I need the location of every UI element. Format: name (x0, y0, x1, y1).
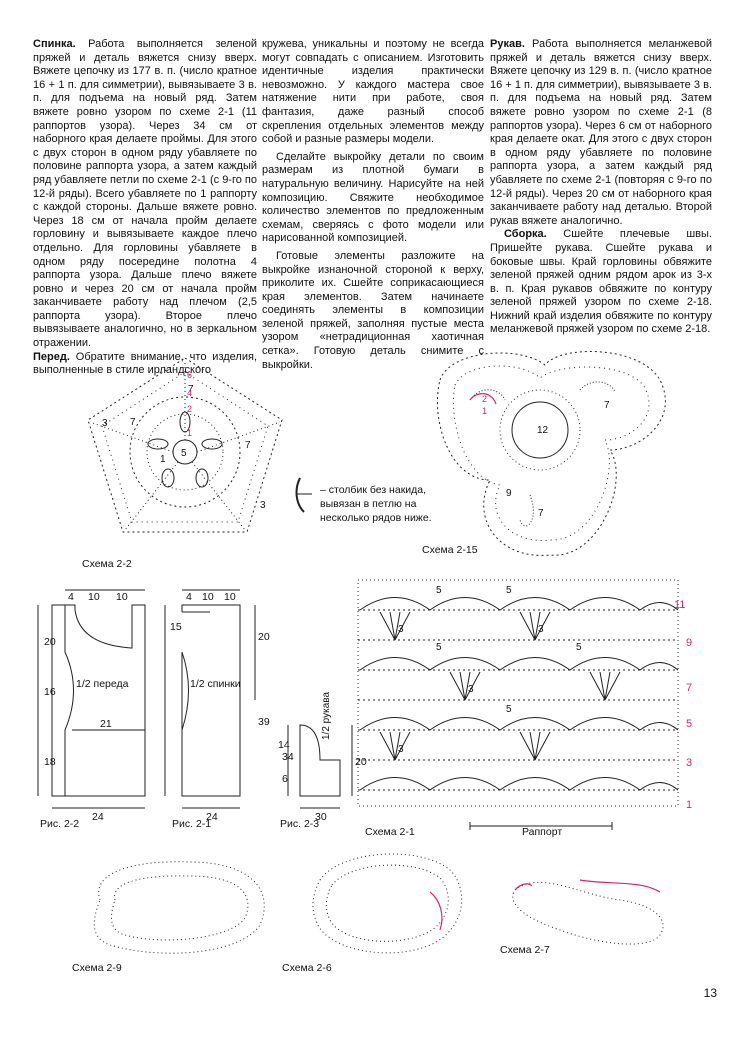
s215-num: 7 (604, 400, 610, 411)
legend-symbol (295, 477, 305, 513)
s215-num: 7 (538, 508, 544, 519)
s21-num: 5 (506, 585, 512, 596)
row-num: 11 (674, 599, 685, 611)
s21-num: 3 (398, 744, 404, 755)
front-dim: 24 (92, 811, 104, 823)
middle-p2: Сделайте выкройку детали по своим размер… (262, 150, 484, 245)
column-right: Рукав. Работа выполняется меланжевой пря… (490, 38, 712, 337)
scheme-2-2-motif (87, 357, 283, 533)
caption-scheme-2-2: Схема 2-2 (82, 558, 132, 570)
front-paragraph: Перед. Обратите внимание, что изделия, в… (33, 351, 257, 378)
s21-num: 3 (468, 684, 474, 695)
s22-row-num: 2 (187, 404, 192, 414)
row-num: 5 (686, 718, 692, 730)
caption-scheme-2-7: Схема 2-7 (500, 944, 550, 956)
s22-row-num: 1 (187, 428, 192, 438)
scheme-2-7-motif (512, 881, 664, 945)
caption-scheme-2-6: Схема 2-6 (282, 962, 332, 974)
back-dim: 10 (202, 591, 214, 603)
row-num: 1 (686, 799, 692, 811)
pattern-back (164, 589, 256, 809)
legend-text: – столбик без накида, вывязан в петлю на… (320, 484, 432, 524)
caption-fig-2-3: Рис. 2-3 (280, 818, 320, 830)
s22-num: 7 (245, 440, 251, 451)
front-dim: 16 (44, 686, 56, 698)
back-label: 1/2 спинки (190, 678, 241, 690)
s21-num: 5 (436, 642, 442, 653)
sleeve-heading: Рукав. (490, 38, 525, 50)
back-paragraph: Спинка. Работа выполняется зеленой пряже… (33, 38, 257, 351)
s215-row-num: 2 (482, 394, 487, 404)
s22-num: 3 (260, 500, 266, 511)
front-dim: 18 (44, 756, 56, 768)
s21-num: 3 (398, 624, 404, 635)
back-dim: 39 (258, 716, 270, 728)
sleeve-text: Работа выполняется меланжевой пряжей и д… (490, 38, 713, 227)
sleeve-label: 1/2 рукава (321, 691, 332, 740)
front-label: 1/2 переда (76, 678, 129, 690)
front-dim: 20 (44, 636, 56, 648)
scheme-2-15-motif (436, 351, 666, 556)
row-num: 9 (686, 637, 692, 649)
pattern-front (37, 589, 146, 809)
sleeve-dim: 30 (315, 811, 327, 823)
s22-num: 7 (188, 384, 194, 395)
sleeve-paragraph: Рукав. Работа выполняется меланжевой пря… (490, 38, 712, 228)
page-number: 13 (703, 986, 717, 1000)
row-num: 3 (686, 757, 692, 769)
assembly-paragraph: Сборка. Сшейте плечевые швы. Пришейте ру… (490, 228, 712, 337)
front-dim: 10 (116, 591, 128, 603)
s21-num: 5 (506, 704, 512, 715)
caption-fig-2-1: Рис. 2-1 (172, 818, 212, 830)
front-dim: 4 (68, 591, 74, 603)
back-dim: 10 (224, 591, 236, 603)
sleeve-dim: 20 (355, 756, 367, 768)
s22-row-num: 4 (187, 388, 192, 398)
front-dim: 10 (88, 591, 100, 603)
sleeve-dim: 14 (278, 739, 290, 751)
caption-scheme-2-9: Схема 2-9 (72, 962, 122, 974)
front-heading: Перед. (33, 350, 70, 363)
assembly-text: Сшейте плечевые швы. Пришейте рукава. Сш… (490, 228, 712, 336)
middle-p3: Готовые элементы разложите на выкройке и… (262, 249, 484, 371)
back-text: Работа выполняется зеленой пряжей и дета… (33, 38, 257, 350)
caption-scheme-2-15: Схема 2-15 (422, 544, 478, 556)
scheme-2-9-motif (93, 861, 265, 954)
caption-rapport: Раппорт (522, 826, 563, 838)
column-left: Спинка. Работа выполняется зеленой пряже… (33, 38, 257, 378)
pattern-sleeve (287, 724, 353, 809)
scheme-2-6-motif (312, 853, 463, 954)
back-dim: 20 (258, 631, 270, 643)
s215-num: 9 (506, 488, 512, 499)
assembly-heading: Сборка. (504, 228, 547, 241)
s21-num: 5 (436, 585, 442, 596)
sleeve-dim: 6 (282, 773, 288, 785)
s22-num: 3 (102, 418, 108, 429)
back-dim: 24 (206, 811, 218, 823)
front-text: Обратите внимание, что изделия, выполнен… (33, 350, 257, 377)
sleeve-dim: 34 (282, 751, 294, 763)
back-dim: 15 (170, 621, 182, 633)
back-heading: Спинка. (33, 38, 76, 50)
column-middle: кружева, уникальны и поэтому не всегда м… (262, 38, 484, 372)
s215-row-num: 1 (482, 406, 487, 416)
s215-num-center: 12 (537, 425, 549, 436)
s22-row-num: 6 (187, 370, 192, 380)
front-dim: 21 (100, 718, 112, 730)
middle-p1: кружева, уникальны и поэтому не всегда м… (262, 38, 484, 146)
caption-scheme-2-1: Схема 2-1 (365, 826, 415, 838)
back-dim: 4 (186, 591, 192, 603)
s21-num: 3 (538, 624, 544, 635)
s22-num: 7 (130, 417, 136, 428)
row-num: 7 (686, 682, 692, 694)
caption-fig-2-2: Рис. 2-2 (40, 818, 80, 830)
scheme-2-1-grid (357, 579, 679, 830)
s22-num-center: 5 (181, 448, 187, 459)
s21-num: 5 (576, 642, 582, 653)
s22-num: 1 (160, 454, 166, 465)
